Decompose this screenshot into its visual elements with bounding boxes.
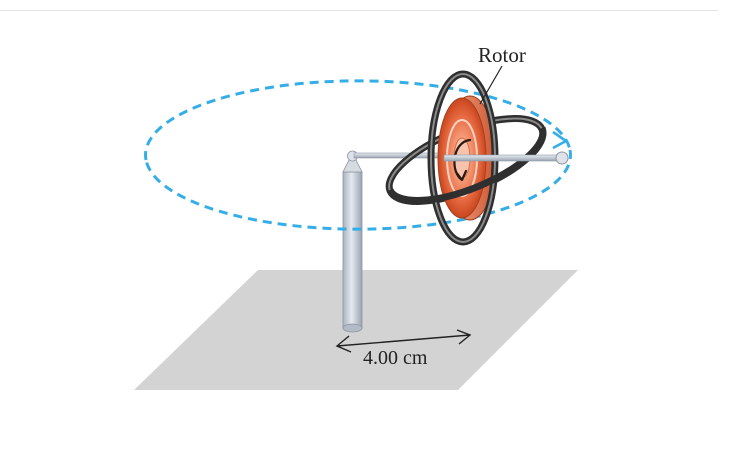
orbit-path-back: [144, 79, 572, 161]
rotor-leader-line: [479, 65, 503, 105]
gimbal-ring-horizontal-front: [386, 126, 547, 204]
rotor-axle: [443, 151, 569, 165]
top-divider: [0, 10, 718, 11]
rotor-label: Rotor: [478, 43, 526, 67]
dimension-arrow-icon: [335, 329, 472, 353]
support-post: [342, 150, 363, 333]
orbit-arrow-icon: [552, 130, 568, 150]
distance-label: 4.00 cm: [363, 347, 428, 369]
orbit-path-front: [144, 149, 572, 231]
